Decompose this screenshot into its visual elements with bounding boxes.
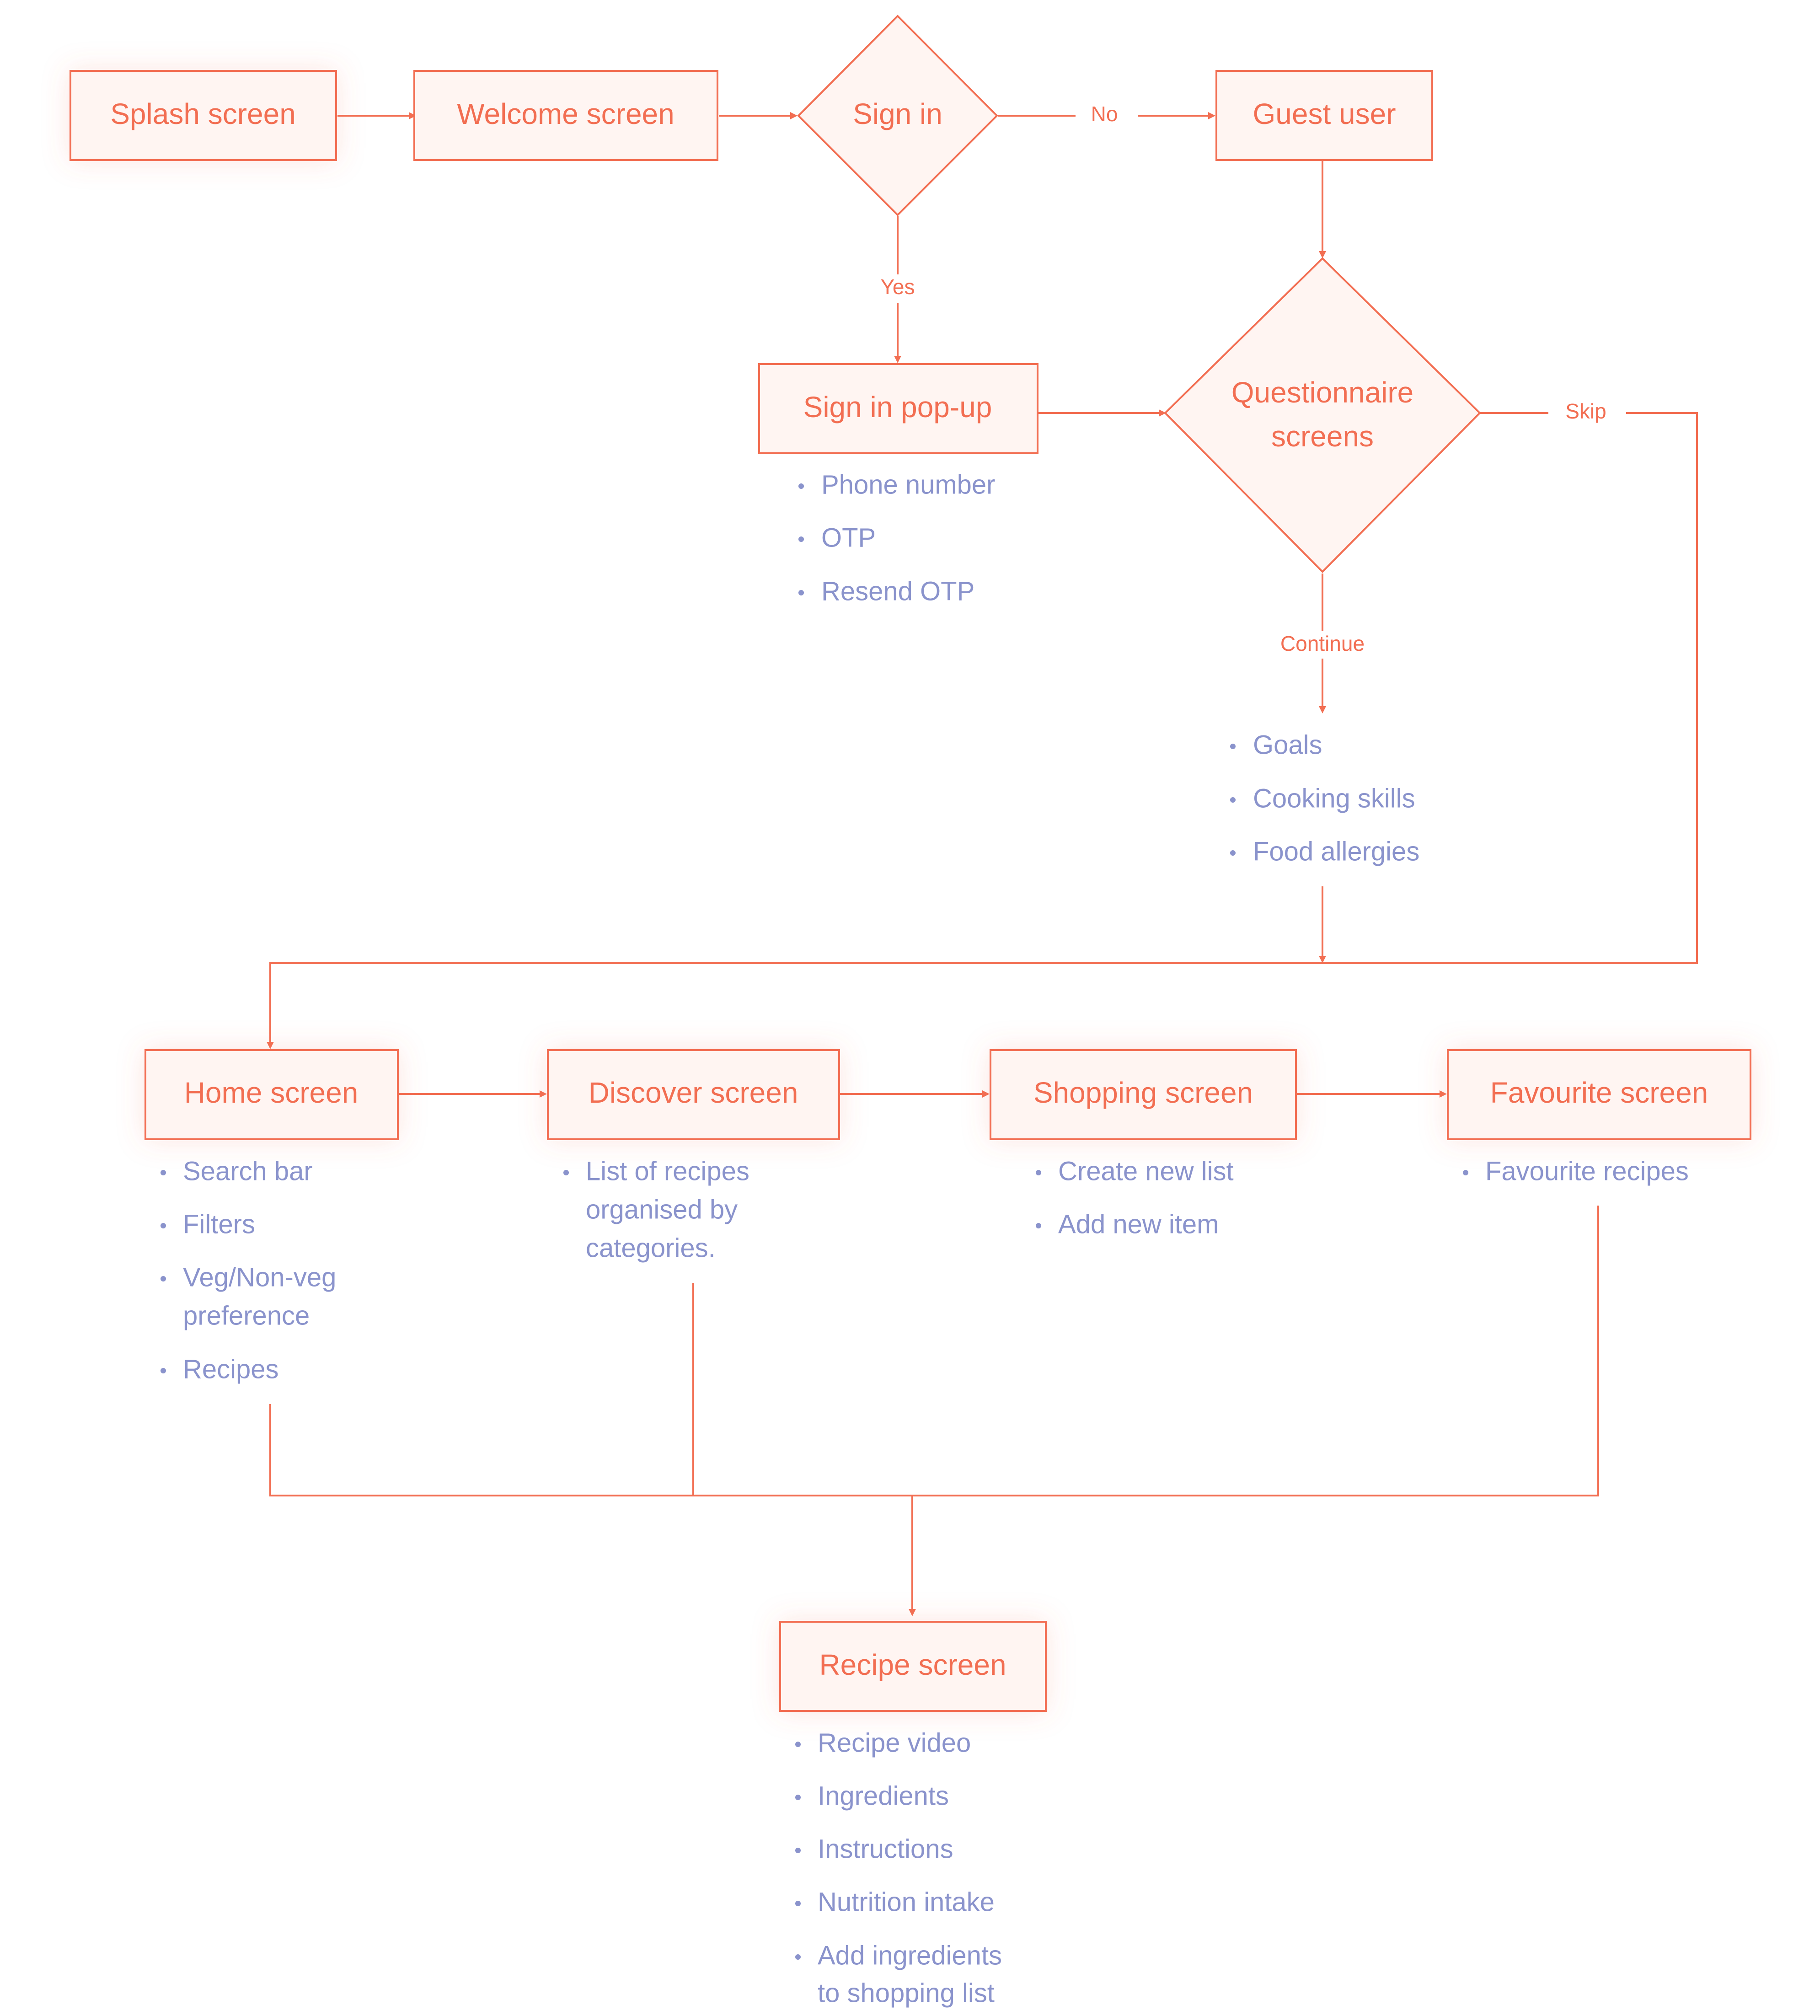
sign-in-popup-feature-list: Phone number OTP Resend OTP bbox=[798, 470, 995, 606]
edge-label-no: No bbox=[1091, 102, 1118, 126]
edges bbox=[267, 112, 1698, 1616]
node-guest-user: Guest user bbox=[1215, 70, 1433, 161]
node-sign-in-decision: Sign in bbox=[797, 15, 998, 216]
list-item: Ingredients bbox=[818, 1781, 949, 1811]
edge-home-list-to-bus bbox=[269, 1206, 1599, 1496]
node-label-welcome: Welcome screen bbox=[457, 97, 674, 130]
arrow-no-to-guest bbox=[1208, 112, 1215, 119]
arrow-popup-to-questionnaire bbox=[1159, 409, 1166, 417]
edge-label-continue: Continue bbox=[1280, 632, 1365, 655]
node-discover-screen: Discover screen bbox=[547, 1049, 840, 1140]
node-label-splash: Splash screen bbox=[110, 97, 296, 130]
list-item: Favourite recipes bbox=[1485, 1156, 1689, 1186]
home-feature-list: Search bar Filters Veg/Non-veg preferenc… bbox=[161, 1156, 336, 1384]
edge-label-skip: Skip bbox=[1565, 399, 1606, 423]
arrow-discover-to-shopping bbox=[982, 1090, 990, 1098]
favourite-feature-list: Favourite recipes bbox=[1463, 1156, 1689, 1186]
list-item: Food allergies bbox=[1253, 836, 1419, 866]
list-item: Filters bbox=[183, 1209, 255, 1239]
list-item-continuation: categories. bbox=[586, 1233, 716, 1263]
arrow-merge-to-home bbox=[267, 1042, 274, 1049]
list-item: Phone number bbox=[821, 470, 995, 499]
list-item: Nutrition intake bbox=[818, 1887, 995, 1917]
arrow-shopping-to-favourite bbox=[1440, 1090, 1447, 1098]
node-questionnaire-decision: Questionnaire screens bbox=[1164, 257, 1481, 573]
list-item: Goals bbox=[1253, 730, 1322, 760]
list-item-continuation: organised by bbox=[586, 1195, 738, 1224]
node-welcome-screen: Welcome screen bbox=[413, 70, 718, 161]
list-item: Create new list bbox=[1058, 1156, 1234, 1186]
node-label-home: Home screen bbox=[184, 1076, 359, 1109]
arrow-bus-to-recipe bbox=[909, 1609, 916, 1616]
recipe-feature-list: Recipe video Ingredients Instructions Nu… bbox=[795, 1728, 1002, 2008]
list-item: OTP bbox=[821, 523, 876, 552]
node-label-sign-in-popup: Sign in pop-up bbox=[803, 391, 992, 424]
node-recipe-screen: Recipe screen bbox=[779, 1621, 1047, 1712]
node-label-questionnaire-line1: Questionnaire bbox=[1231, 376, 1413, 409]
list-item: Veg/Non-veg bbox=[183, 1262, 336, 1292]
arrow-home-to-discover bbox=[540, 1090, 547, 1098]
list-item: Resend OTP bbox=[821, 576, 974, 606]
questionnaire-feature-list: Goals Cooking skills Food allergies bbox=[1230, 730, 1419, 866]
arrow-list-to-merge bbox=[1319, 956, 1326, 963]
node-label-favourite: Favourite screen bbox=[1490, 1076, 1708, 1109]
edge-skip-to-merge bbox=[1322, 412, 1698, 964]
shopping-feature-list: Create new list Add new item bbox=[1036, 1156, 1234, 1239]
discover-feature-list: List of recipes organised by categories. bbox=[563, 1156, 749, 1263]
arrow-welcome-to-signin bbox=[790, 112, 798, 119]
list-item: List of recipes bbox=[586, 1156, 749, 1186]
list-item: Add ingredients bbox=[818, 1941, 1002, 1970]
list-item-continuation: preference bbox=[183, 1301, 310, 1330]
node-label-recipe: Recipe screen bbox=[819, 1648, 1006, 1681]
arrow-yes-to-popup bbox=[894, 356, 901, 363]
list-item: Instructions bbox=[818, 1834, 953, 1864]
list-item: Add new item bbox=[1058, 1209, 1219, 1239]
node-label-discover: Discover screen bbox=[589, 1076, 798, 1109]
node-favourite-screen: Favourite screen bbox=[1447, 1049, 1751, 1140]
node-splash-screen: Splash screen bbox=[70, 70, 337, 161]
arrow-splash-to-welcome bbox=[409, 112, 416, 119]
arrow-guest-to-questionnaire bbox=[1319, 251, 1326, 258]
node-label-guest-user: Guest user bbox=[1253, 97, 1396, 130]
node-shopping-screen: Shopping screen bbox=[990, 1049, 1297, 1140]
list-item: Recipe video bbox=[818, 1728, 971, 1758]
arrow-continue-to-list bbox=[1319, 706, 1326, 713]
node-label-questionnaire-line2: screens bbox=[1271, 420, 1374, 453]
list-item: Search bar bbox=[183, 1156, 313, 1186]
node-label-shopping: Shopping screen bbox=[1033, 1076, 1253, 1109]
node-home-screen: Home screen bbox=[145, 1049, 399, 1140]
edge-merge-to-home bbox=[269, 962, 1322, 1043]
edge-labels: No Yes Skip Continue bbox=[880, 102, 1606, 655]
edge-label-yes: Yes bbox=[880, 275, 915, 299]
list-item: Recipes bbox=[183, 1354, 279, 1384]
node-label-sign-in: Sign in bbox=[853, 97, 942, 130]
node-sign-in-popup: Sign in pop-up bbox=[758, 363, 1038, 454]
list-item-continuation: to shopping list bbox=[818, 1978, 995, 2008]
list-item: Cooking skills bbox=[1253, 783, 1415, 813]
